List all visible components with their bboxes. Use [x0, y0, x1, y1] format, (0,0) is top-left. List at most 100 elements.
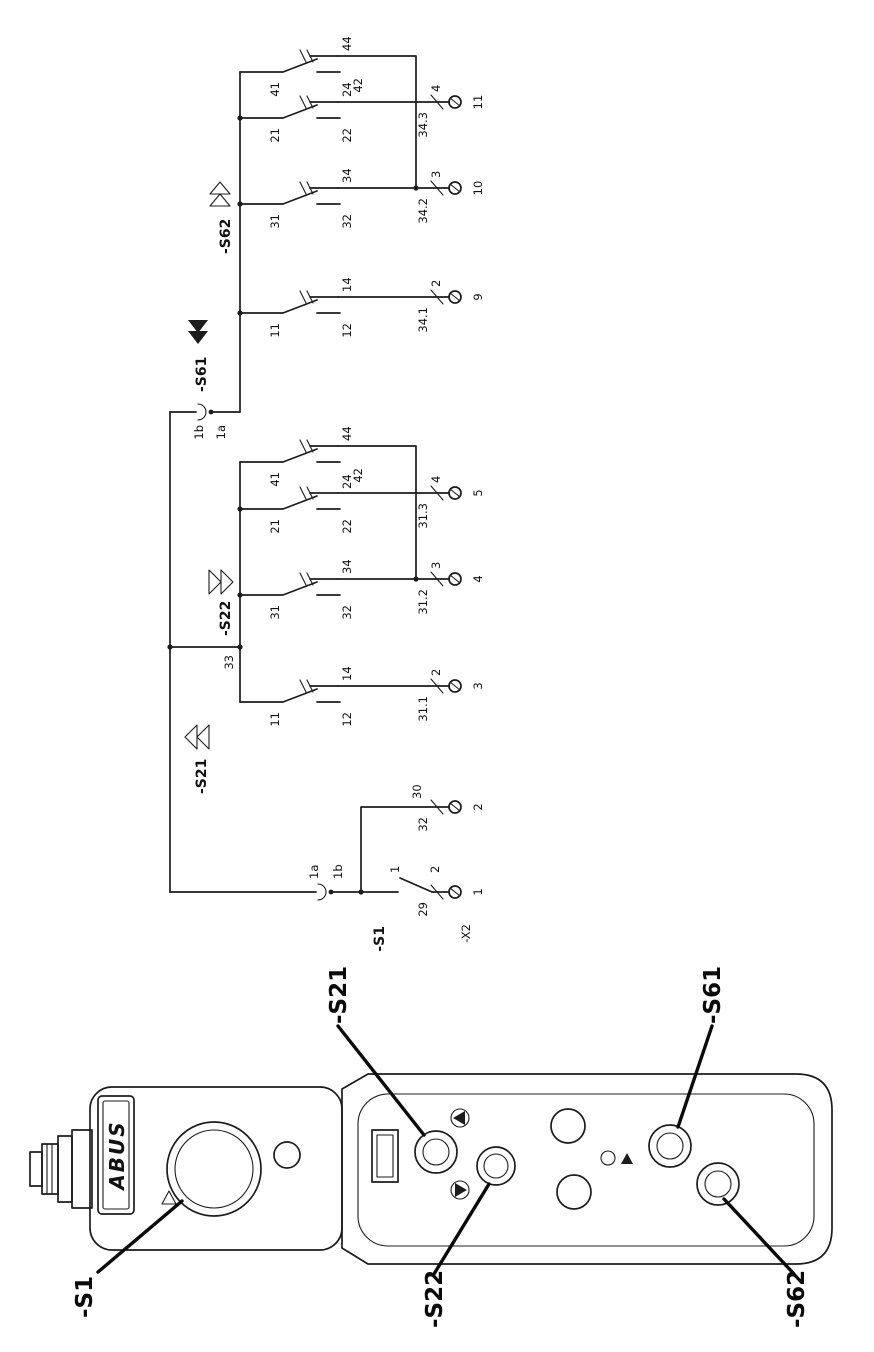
- up-arrow-icon: [450, 1108, 470, 1128]
- callout-leader-s21: [336, 1024, 426, 1137]
- button-label-s61: -S61: [194, 357, 210, 392]
- svg-text:22: 22: [340, 519, 354, 534]
- button-panel: [357, 1093, 815, 1247]
- estop-label: -S1: [372, 926, 388, 952]
- svg-text:31: 31: [268, 214, 282, 229]
- contact-number: 2: [428, 866, 442, 873]
- svg-text:11: 11: [268, 323, 282, 338]
- contact-unit: 41 42 44: [239, 426, 365, 487]
- svg-text:42: 42: [351, 78, 365, 93]
- contact-unit: 31 32 34: [237, 168, 354, 229]
- terminal: 31.1 2 3: [416, 669, 485, 722]
- svg-text:2: 2: [429, 280, 443, 287]
- callout-s22: -S22: [422, 1270, 448, 1328]
- svg-text:32: 32: [340, 214, 354, 229]
- svg-text:34.1: 34.1: [416, 307, 430, 333]
- contact-unit: 41 42 44: [239, 36, 365, 97]
- estop-section: -S1 1 2 1a 1b 30: [169, 784, 450, 952]
- connector-socket-icon: [197, 403, 207, 421]
- svg-text:21: 21: [268, 519, 282, 534]
- s61-button: [648, 1124, 692, 1168]
- svg-text:34: 34: [340, 559, 354, 574]
- pin-label: 1a: [307, 865, 321, 879]
- terminal: 31.3 4 5: [416, 476, 485, 529]
- svg-text:22: 22: [340, 128, 354, 143]
- contact-number: 1: [388, 866, 402, 873]
- contact-unit: 21 22 24: [237, 474, 354, 534]
- wire-label: 33: [222, 655, 236, 670]
- callout-s62: -S62: [784, 1270, 810, 1328]
- callout-leader-s62: [722, 1197, 796, 1276]
- arrow-icon: [621, 1153, 633, 1164]
- svg-text:1: 1: [471, 888, 485, 895]
- svg-text:24: 24: [340, 474, 354, 489]
- callout-leader-s61: [676, 1024, 714, 1129]
- terminal-strip: -X2 29 1 32 2: [416, 85, 485, 943]
- button-group-1: 33 -S21 -S22 11 12 14: [169, 426, 450, 794]
- s22-button: [476, 1146, 516, 1186]
- label-window: [371, 1129, 399, 1183]
- button-label-s21: -S21: [194, 759, 210, 794]
- svg-text:34: 34: [340, 168, 354, 183]
- svg-text:31.1: 31.1: [416, 696, 430, 722]
- svg-text:31.2: 31.2: [416, 589, 430, 615]
- callout-leader-s1: [96, 1199, 184, 1274]
- pendant-drawing: ABUS: [29, 1073, 833, 1265]
- button-label-s22: -S22: [218, 601, 234, 636]
- brand-plate: ABUS: [97, 1095, 135, 1215]
- left-arrows-icon: [188, 320, 208, 344]
- pin-label: 1b: [331, 864, 345, 879]
- svg-text:11: 11: [268, 712, 282, 727]
- svg-text:4: 4: [471, 575, 485, 582]
- s21-button: [414, 1130, 458, 1174]
- svg-text:14: 14: [340, 277, 354, 292]
- callout-s21: -S21: [326, 966, 352, 1024]
- svg-text:4: 4: [429, 85, 443, 92]
- lower-housing: [341, 1073, 833, 1265]
- svg-text:3: 3: [429, 562, 443, 569]
- svg-text:10: 10: [471, 181, 485, 196]
- svg-text:32: 32: [340, 605, 354, 620]
- svg-text:42: 42: [351, 468, 365, 483]
- svg-text:34.3: 34.3: [416, 112, 430, 138]
- svg-text:2: 2: [471, 803, 485, 810]
- contact-unit: 21 22 24: [237, 82, 354, 143]
- svg-text:4: 4: [429, 476, 443, 483]
- terminal: 29 1: [416, 884, 485, 917]
- svg-text:29: 29: [416, 902, 430, 917]
- svg-text:34.2: 34.2: [416, 198, 430, 224]
- callout-leader-s22: [432, 1182, 491, 1276]
- small-round-button: [273, 1141, 301, 1169]
- blank-button: [550, 1108, 586, 1144]
- svg-text:11: 11: [471, 95, 485, 110]
- svg-text:31: 31: [268, 605, 282, 620]
- svg-text:14: 14: [340, 666, 354, 681]
- s62-button: [696, 1162, 740, 1206]
- terminal: 32 2: [416, 799, 485, 832]
- button-label-s62: -S62: [218, 219, 234, 254]
- svg-text:12: 12: [340, 323, 354, 338]
- estop-button: [161, 1121, 262, 1217]
- pin-label: 1a: [214, 425, 228, 439]
- svg-text:9: 9: [471, 293, 485, 300]
- pin-label: 1b: [192, 425, 206, 440]
- terminal-strip-label: -X2: [459, 924, 473, 943]
- contact-unit: 11 12 14: [237, 277, 354, 338]
- svg-text:31.3: 31.3: [416, 503, 430, 529]
- callouts: -S1 -S21 -S22 -S61 -S62: [72, 966, 810, 1328]
- terminal: 31.2 3 4: [416, 562, 485, 615]
- schematic: -S1 1 2 1a 1b 30 33 -S21 -S22: [167, 36, 485, 952]
- contact-unit: 31 32 34: [237, 559, 354, 620]
- svg-text:41: 41: [268, 82, 282, 97]
- svg-text:32: 32: [416, 817, 430, 832]
- estop-mark-icon: [161, 1190, 177, 1205]
- terminal: 34.1 2 9: [416, 280, 485, 333]
- wire-label: 30: [410, 784, 424, 799]
- terminal: 34.3 4 11: [416, 85, 485, 138]
- callout-s61: -S61: [700, 966, 726, 1024]
- blank-button: [556, 1174, 592, 1210]
- svg-text:41: 41: [268, 472, 282, 487]
- svg-text:2: 2: [429, 669, 443, 676]
